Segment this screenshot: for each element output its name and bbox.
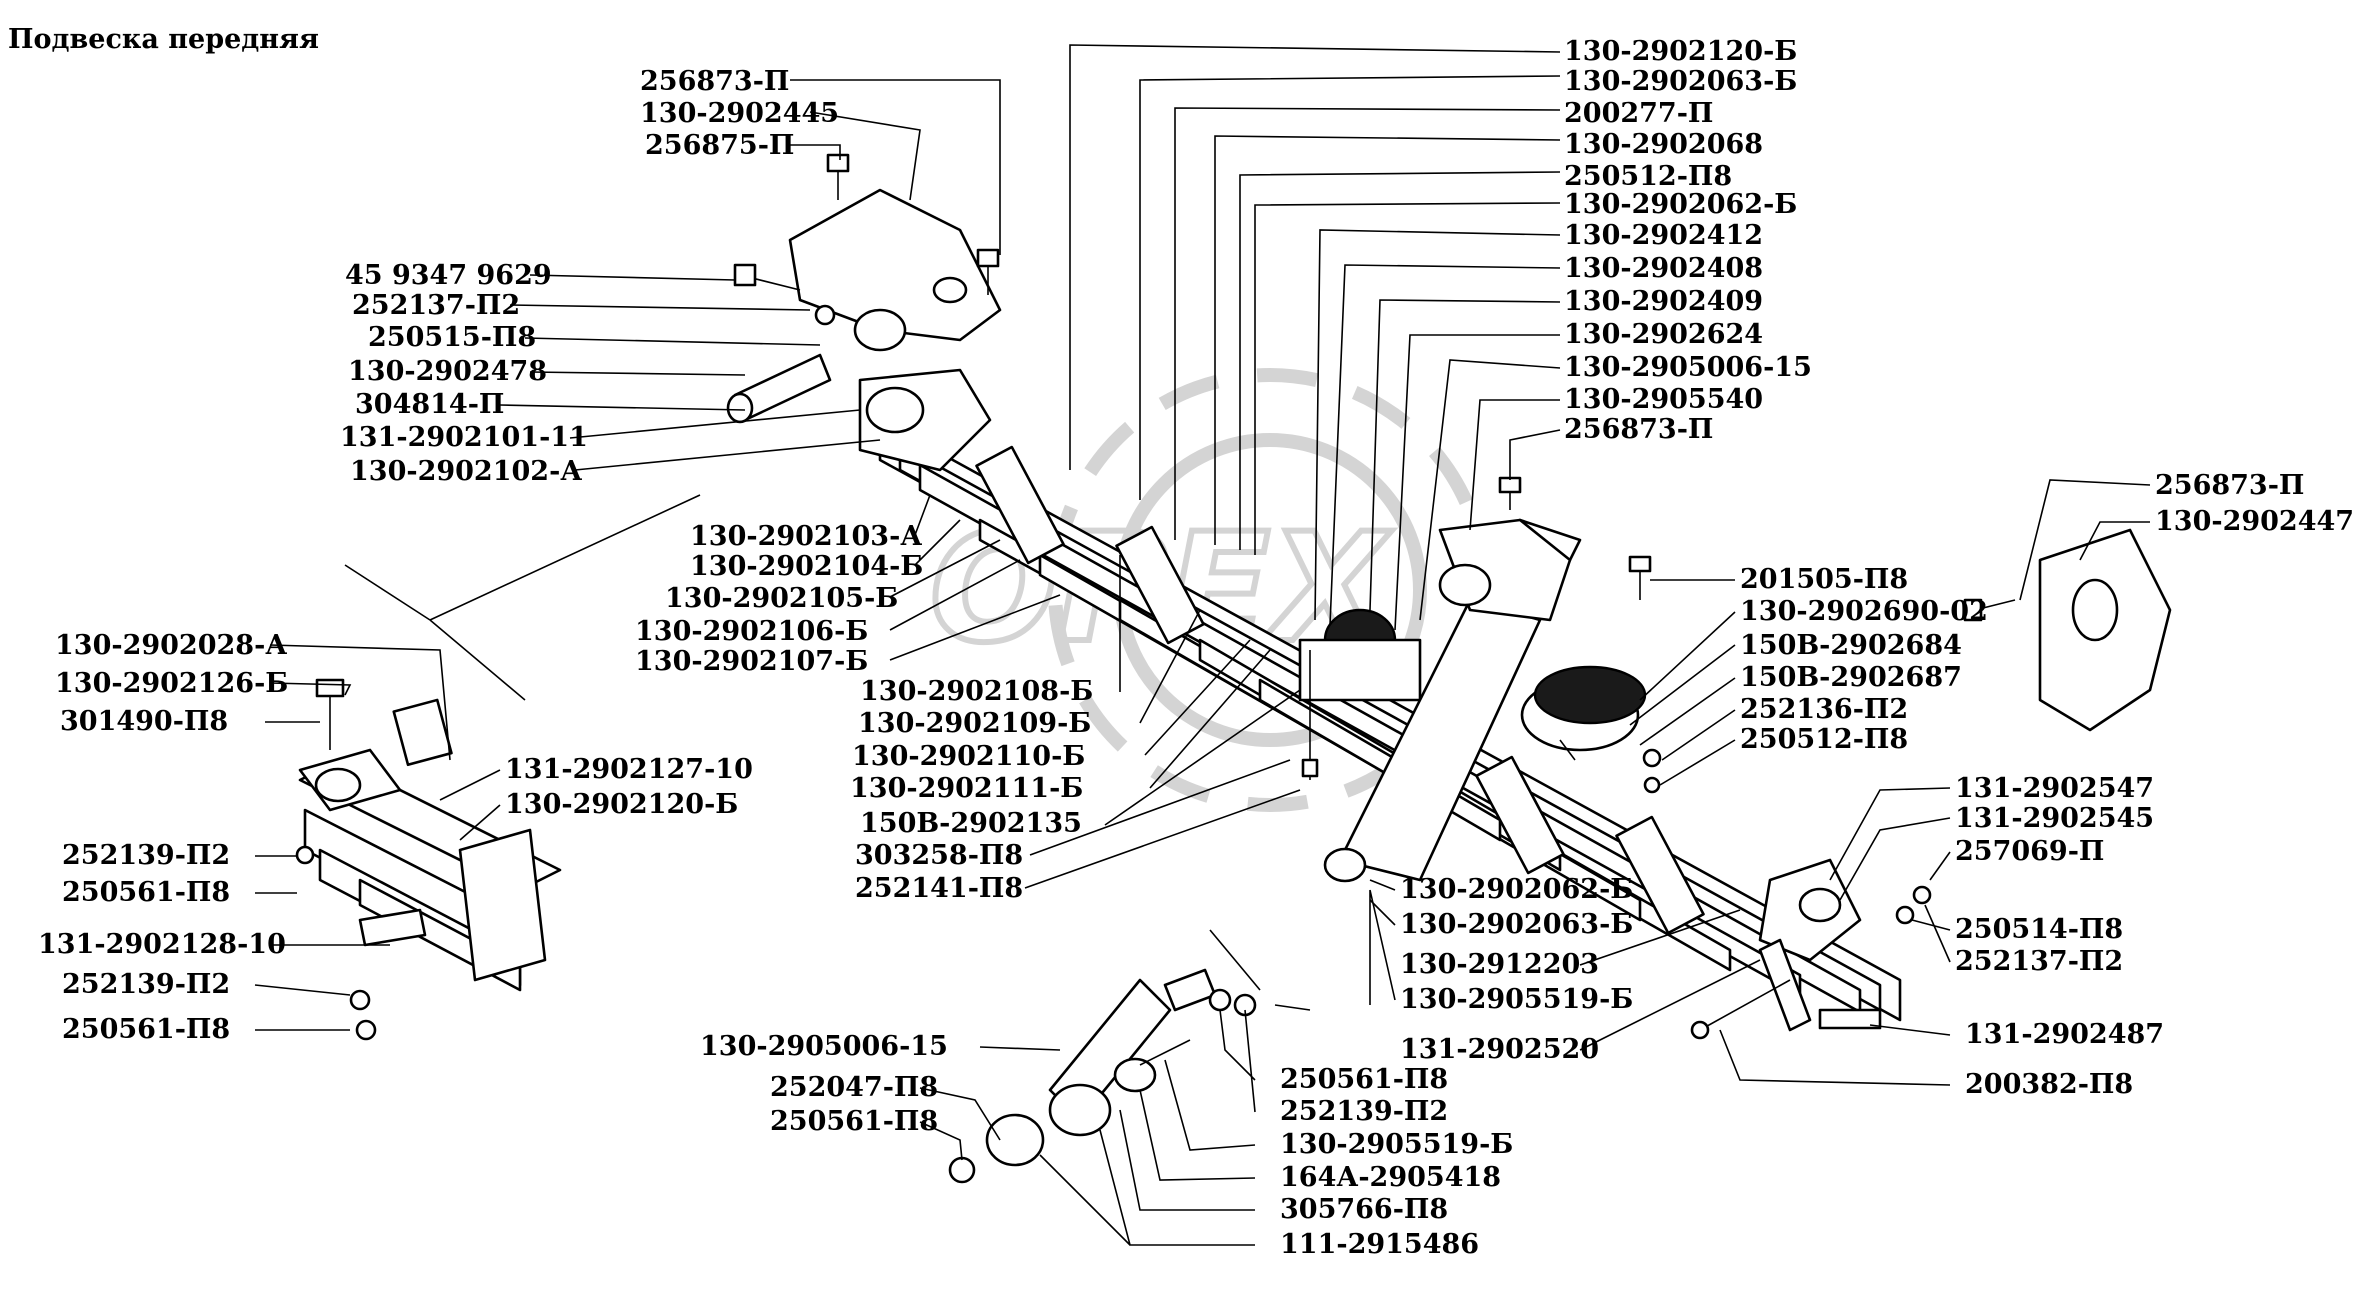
leader-lines [254, 44, 2151, 1246]
part-label: 252137-П2 [1955, 946, 2123, 977]
part-label: 131-2902487 [1965, 1019, 2164, 1050]
part-label: 250561-П8 [1280, 1064, 1448, 1095]
part-label: 130-2902111-Б [850, 773, 1083, 804]
part-label: 130-2902409 [1564, 286, 1763, 317]
part-label: 130-2902104-Б [690, 551, 923, 582]
part-label: 45 9347 9629 [345, 260, 552, 291]
right-bracket-drawing [1963, 528, 2172, 732]
part-label: 256873-П [1564, 414, 1713, 445]
part-label: 130-2902120-Б [1564, 36, 1797, 67]
part-label: 150В-2902684 [1740, 630, 1962, 661]
part-label: 252139-П2 [62, 840, 230, 871]
part-label: 130-2902062-Б [1564, 189, 1797, 220]
left-inset-drawing [295, 494, 701, 1041]
part-label: 250512-П8 [1740, 724, 1908, 755]
part-label: 130-2905006-15 [700, 1031, 948, 1062]
part-label: 130-2902063-Б [1400, 909, 1633, 940]
part-label: 130-2902102-А [350, 456, 582, 487]
part-label: 130-2902126-Б [55, 668, 288, 699]
part-label: 130-2902120-Б [505, 789, 738, 820]
part-label: 305766-П8 [1280, 1194, 1448, 1225]
part-label: 130-2902063-Б [1564, 66, 1797, 97]
part-label: 256873-П [640, 66, 789, 97]
part-label: 250514-П8 [1955, 914, 2123, 945]
part-label: 131-2902101-11 [340, 422, 588, 453]
lower-shock-drawing [948, 929, 1311, 1184]
part-label: 252137-П2 [352, 290, 520, 321]
part-label: 252047-П8 [770, 1072, 938, 1103]
part-label: 130-2912203 [1400, 949, 1599, 980]
part-label: 252139-П2 [1280, 1096, 1448, 1127]
part-label: 130-2902105-Б [665, 583, 898, 614]
part-label: 130-2905519-Б [1280, 1129, 1513, 1160]
part-label: 130-2902408 [1564, 253, 1763, 284]
part-label: 130-2902108-Б [860, 676, 1093, 707]
part-label: 256875-П [645, 130, 794, 161]
part-label: 130-2902068 [1564, 129, 1763, 160]
part-label: 250561-П8 [62, 1014, 230, 1045]
part-label: 131-2902545 [1955, 803, 2154, 834]
part-label: 150В-2902135 [860, 808, 1082, 839]
part-label: 130-2902103-А [690, 521, 922, 552]
part-label: 131-2902520 [1400, 1034, 1599, 1065]
main-leaf-spring-drawing [726, 153, 1932, 1040]
part-label: 130-2905540 [1564, 384, 1763, 415]
part-label: 130-2905006-15 [1564, 352, 1812, 383]
part-label: 304814-П [355, 389, 504, 420]
part-label: 252139-П2 [62, 969, 230, 1000]
part-label: 257069-П [1955, 836, 2104, 867]
part-label: 130-2902412 [1564, 220, 1763, 251]
part-label: 130-2905519-Б [1400, 984, 1633, 1015]
part-label: 250512-П8 [1564, 161, 1732, 192]
part-label: 111-2915486 [1280, 1229, 1479, 1260]
part-label: 130-2902447 [2155, 506, 2354, 537]
part-label: 200382-П8 [1965, 1069, 2133, 1100]
part-label: 130-2902028-А [55, 630, 287, 661]
diagram-title: Подвеска передняя [8, 24, 319, 55]
part-label: 164А-2905418 [1280, 1162, 1501, 1193]
part-label: 130-2902445 [640, 98, 839, 129]
part-label: 130-2902109-Б [858, 708, 1091, 739]
part-label: 252136-П2 [1740, 694, 1908, 725]
part-label: 130-2902110-Б [852, 741, 1085, 772]
part-label: 256873-П [2155, 470, 2304, 501]
part-label: 303258-П8 [855, 840, 1023, 871]
part-labels: 130-2902120-Б 130-2902063-Б 200277-П 130… [38, 36, 2354, 1260]
part-label: 250515-П8 [368, 322, 536, 353]
part-label: 201505-П8 [1740, 564, 1908, 595]
part-label: 250561-П8 [62, 877, 230, 908]
part-label: 130-2902062-Б [1400, 874, 1633, 905]
part-label: 130-2902106-Б [635, 616, 868, 647]
part-label: 130-2902690-02 [1740, 596, 1988, 627]
part-label: 131-2902127-10 [505, 754, 753, 785]
part-label: 131-2902128-10 [38, 929, 286, 960]
part-label: 131-2902547 [1955, 773, 2154, 804]
part-label: 200277-П [1564, 98, 1713, 129]
part-label: 252141-П8 [855, 873, 1023, 904]
part-label: 130-2902478 [348, 356, 547, 387]
part-label: 130-2902107-Б [635, 646, 868, 677]
part-label: 250561-П8 [770, 1106, 938, 1137]
part-label: 130-2902624 [1564, 319, 1763, 350]
part-label: 301490-П8 [60, 706, 228, 737]
part-label: 150В-2902687 [1740, 662, 1962, 693]
